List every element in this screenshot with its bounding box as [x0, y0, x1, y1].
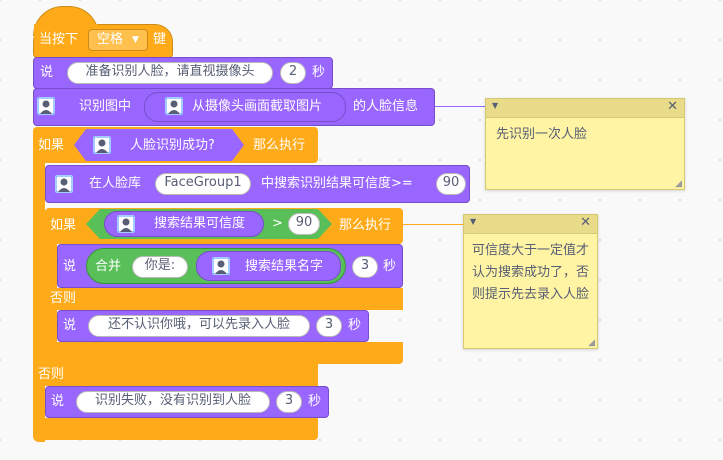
face-icon	[55, 175, 73, 193]
say-3-label: 说	[63, 318, 77, 333]
else-outer-label: 否则	[38, 367, 65, 382]
resize-handle-icon[interactable]: ◢	[588, 338, 595, 348]
if-inner-label: 如果	[50, 218, 77, 233]
search-middle: 中搜索识别结果可信度>=	[261, 176, 413, 191]
say-4-label: 说	[51, 394, 65, 409]
detect-prefix: 识别图中	[79, 99, 132, 114]
close-icon[interactable]: ✕	[580, 215, 591, 230]
comment-connector-2	[403, 224, 463, 225]
face-icon	[93, 136, 111, 154]
detect-suffix: 的人脸信息	[353, 99, 419, 114]
say-4-message-input[interactable]: 识别失败，没有识别到人脸	[76, 391, 270, 413]
search-face-group-block[interactable]	[45, 165, 470, 203]
face-icon	[37, 97, 55, 115]
face-icon	[165, 97, 183, 115]
if-else-outer-left-arm	[33, 160, 45, 442]
comment-connector-1	[435, 106, 485, 107]
comment-note-2[interactable]: ▼ ✕ 可信度大于一定值才认为搜索成功了，否则提示先去录入人脸 ◢	[463, 214, 598, 349]
face-group-input[interactable]: FaceGroup1	[155, 173, 251, 195]
name-reporter-label: 搜索结果名字	[245, 259, 324, 274]
face-icon	[212, 257, 230, 275]
search-prefix: 在人脸库	[89, 176, 142, 191]
if-else-inner-else-bar[interactable]	[45, 288, 403, 310]
say-3-seconds-input[interactable]: 3	[316, 315, 342, 337]
face-icon	[117, 215, 135, 233]
chevron-down-icon: ▼	[132, 35, 139, 45]
say-4-seconds-input[interactable]: 3	[276, 391, 302, 413]
threshold-input[interactable]: 90	[436, 173, 466, 195]
if-else-outer-else-bar[interactable]	[33, 364, 318, 386]
hat-suffix: 键	[153, 32, 167, 47]
resize-handle-icon[interactable]: ◢	[675, 179, 682, 189]
collapse-icon[interactable]: ▼	[492, 101, 499, 110]
if-outer-then: 那么执行	[253, 138, 306, 153]
if-outer-label: 如果	[38, 138, 65, 153]
key-dropdown-value: 空格	[97, 32, 124, 47]
say-2-unit: 秒	[383, 259, 397, 274]
else-inner-label: 否则	[50, 291, 77, 306]
comment-2-header[interactable]: ▼ ✕	[464, 215, 597, 234]
join-text-input[interactable]: 你是:	[132, 256, 188, 278]
confidence-reporter-label: 搜索结果可信度	[154, 216, 246, 231]
join-label: 合并	[95, 259, 122, 274]
say-2-label: 说	[63, 259, 77, 274]
capture-image-reporter-label: 从摄像头画面截取图片	[192, 99, 323, 114]
comment-2-text[interactable]: 可信度大于一定值才认为搜索成功了，否则提示先去录入人脸	[472, 243, 590, 302]
comment-1-text[interactable]: 先识别一次人脸	[496, 127, 588, 142]
comment-1-header[interactable]: ▼ ✕	[486, 99, 684, 118]
collapse-icon[interactable]: ▼	[470, 217, 477, 226]
hat-prefix: 当按下	[39, 32, 79, 47]
say-3-message-input[interactable]: 还不认识你哦，可以先录入人脸	[88, 315, 310, 337]
comment-note-1[interactable]: ▼ ✕ 先识别一次人脸 ◢	[485, 98, 685, 190]
say-3-unit: 秒	[348, 318, 362, 333]
say-1-label: 说	[40, 65, 54, 80]
if-else-inner-bottom	[45, 342, 403, 364]
greater-than-symbol: >	[272, 216, 283, 231]
say-4-unit: 秒	[308, 394, 322, 409]
say-1-unit: 秒	[312, 65, 326, 80]
face-success-label: 人脸识别成功?	[130, 138, 215, 153]
say-1-seconds-input[interactable]: 2	[280, 62, 306, 84]
if-else-outer-bottom	[33, 418, 318, 440]
say-2-seconds-input[interactable]: 3	[352, 256, 378, 278]
say-1-message-input[interactable]: 准备识别人脸，请直视摄像头	[67, 62, 273, 84]
close-icon[interactable]: ✕	[667, 99, 678, 114]
if-inner-then: 那么执行	[339, 218, 392, 233]
compare-value-input[interactable]: 90	[288, 213, 320, 235]
key-dropdown[interactable]: 空格 ▼	[88, 29, 148, 51]
